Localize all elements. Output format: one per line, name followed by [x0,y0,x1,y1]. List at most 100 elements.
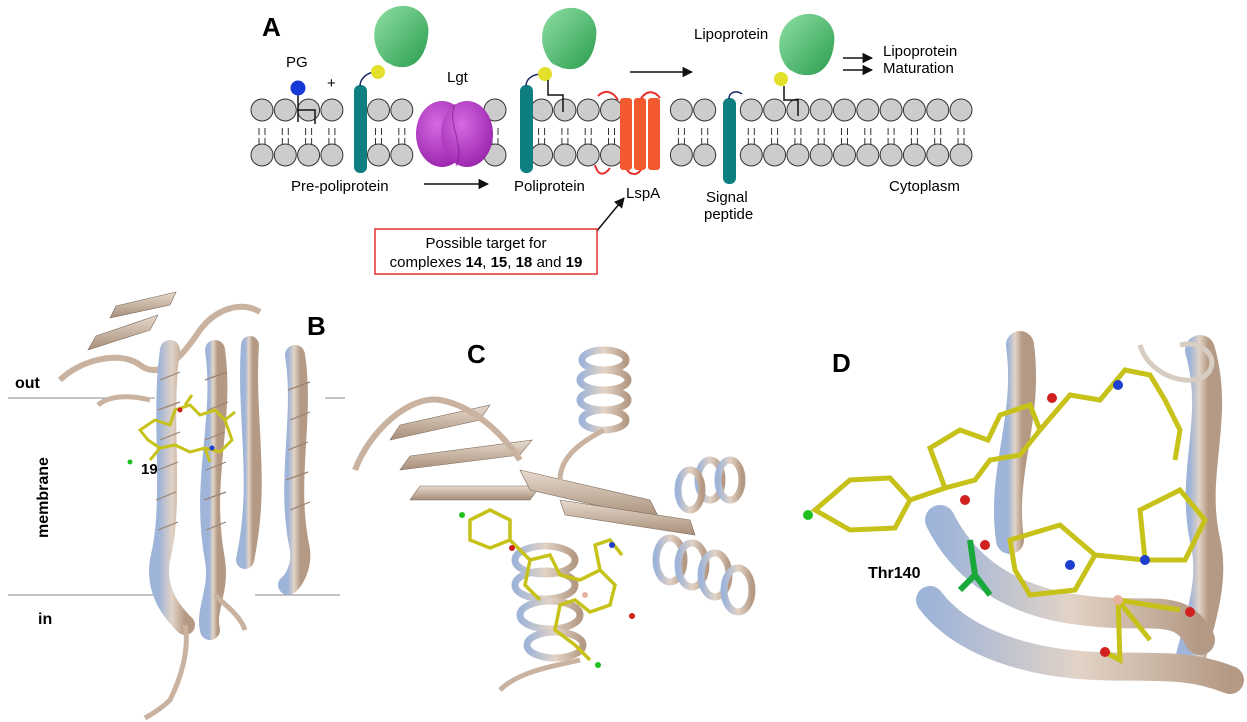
poliprotein-protein [520,7,597,173]
atom-oxygen [1100,647,1110,657]
lipid-bilayer [250,98,973,167]
lgt-enzyme [416,101,493,167]
target-line2: complexes 14, 15, 18 and 19 [390,254,583,271]
lipid-head [367,143,390,167]
helix [993,331,1037,554]
helix [916,586,1244,694]
signal-label-line2: peptide [704,206,753,223]
yellow-head [371,65,385,79]
atom-chlorine [803,510,813,520]
pg-tail [298,109,316,124]
panel-d-letter: D [832,348,851,378]
lipid-head [390,143,414,167]
atom-chlorine [127,459,133,465]
atom-oxygen [980,540,990,550]
panel-d: D Thr140 [803,331,1244,694]
atom-metal [582,592,588,598]
lipid-head [250,143,274,167]
pre-poliprotein-label: Pre-poliprotein [291,178,389,195]
loop [96,394,151,408]
ligand-bound [459,508,635,668]
bipyridine [1007,486,1208,598]
lipid-head [320,143,344,167]
target-prefix: complexes [390,254,466,271]
beta-sheet [109,291,177,319]
complex-19: 19 [566,254,583,271]
lipid-head [553,98,577,122]
complex-18: 18 [516,254,533,271]
teal-helix [520,85,533,173]
lipid-head [739,143,763,167]
helix-coil [714,456,746,504]
loop [352,396,523,472]
out-label: out [15,375,41,392]
mature-lipoprotein [774,13,835,116]
lipid-head [809,143,833,167]
lgt-label: Lgt [447,69,469,86]
lipoprotein-label: Lipoprotein [694,26,768,43]
target-box-frame [374,228,598,275]
complex-15: 15 [491,254,508,271]
panel-a: A PG + Lgt [250,5,973,275]
panel-a-letter: A [262,12,281,42]
lspa-label: LspA [626,185,660,202]
signal-label-line1: Signal [706,189,748,206]
lipid-head [926,98,950,122]
thr140-label: Thr140 [868,565,921,582]
lipoprotein-blob [374,5,429,68]
lipid-head [879,98,903,122]
lipid-head [320,98,344,122]
atom-oxygen [177,407,183,413]
panel-b: B out in membrane 19 [8,291,345,721]
helix [236,336,262,569]
atom-oxygen [509,545,515,551]
lipid-head [273,98,297,122]
lipid-head [926,143,950,167]
poliprotein-label: Poliprotein [514,178,585,195]
maturation-label-line1: Lipoprotein [883,43,957,60]
lipid-head [739,98,763,122]
panel-c: C [352,339,756,692]
panel-b-letter: B [307,311,326,341]
helix-coil [578,406,630,434]
linker [728,91,743,100]
lspa-topview-ribbon [352,346,756,692]
lipid-head [273,143,297,167]
sep: , [507,254,515,271]
maturation-label-line2: Maturation [883,60,954,77]
plus-sign: + [327,75,336,92]
and-word: and [532,254,565,271]
lipid-head [600,143,623,167]
lipid-tail [783,86,799,116]
lgt-seam [452,103,460,167]
lipid-head [833,143,856,167]
loop [498,657,581,692]
ligand-bonds [468,508,624,662]
ligand-bonds [137,394,236,463]
target-box: Possible target for complexes 14, 15, 18… [374,228,598,275]
pg-head [290,80,306,96]
lipid-head [786,143,810,167]
ligand-19 [127,394,236,465]
loop [557,427,606,481]
lipid-head [809,98,833,122]
helix [199,340,228,640]
lspa-helix [634,98,646,170]
beta-sheet [409,485,541,501]
helix-coil [652,534,688,586]
lipid-head [879,143,903,167]
lspa-ribbon-structure [57,291,311,721]
membrane-label: membrane [35,457,52,538]
helix [149,340,195,635]
atom-oxygen [960,495,970,505]
ligand-19-label: 19 [141,461,158,478]
beta-sheet [389,404,491,441]
beta-sheet [399,439,533,471]
lipid-head [949,143,973,167]
active-site-ribbon [916,331,1244,694]
beta-sheet [87,314,159,351]
signal-peptide-protein [723,91,743,184]
thr140-sidechain [957,539,993,597]
yellow-head [774,72,788,86]
